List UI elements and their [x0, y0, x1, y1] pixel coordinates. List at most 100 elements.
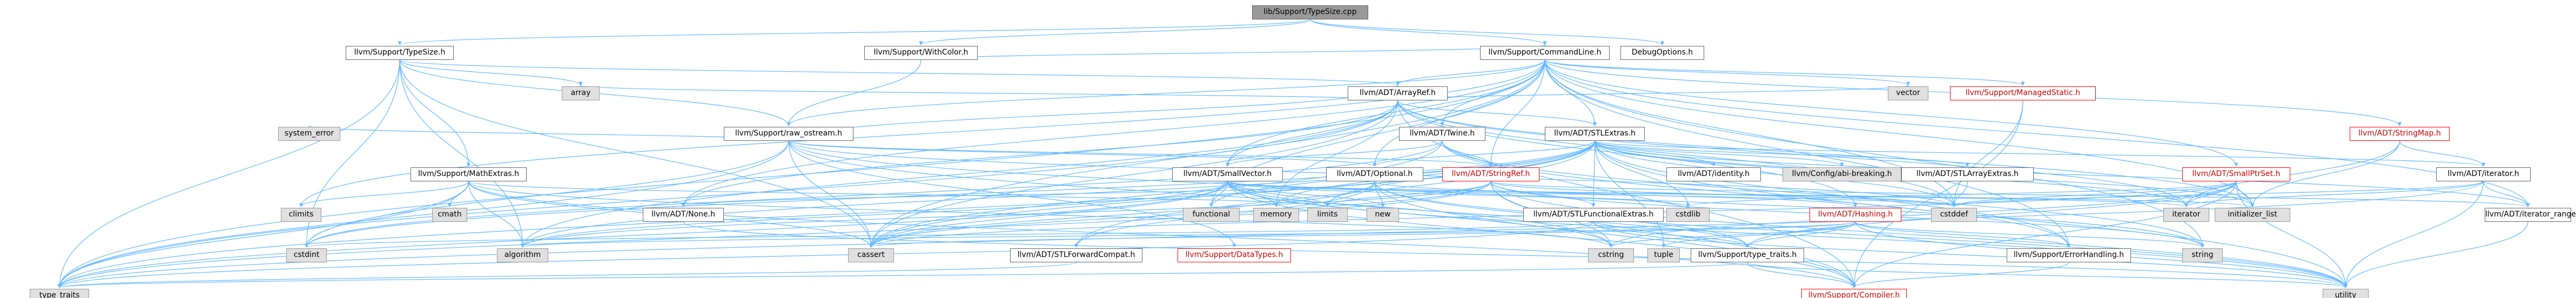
edge-hashing_h-to-errorhandling_h: [1855, 221, 2071, 248]
edge-commandline_h-to-raw_ostream_h: [786, 59, 1545, 126]
node-debugoptions-h[interactable]: DebugOptions.h: [1620, 46, 1704, 60]
edge-raw_ostream_h-to-cstring: [788, 140, 1613, 248]
node-optional-h[interactable]: llvm/ADT/Optional.h: [1326, 167, 1423, 181]
node-label: memory: [1260, 210, 1292, 219]
node-label: cstdlib: [1675, 210, 1701, 219]
edge-hashing_h-to-string: [1855, 221, 2204, 248]
node-arrayref-h[interactable]: llvm/ADT/ArrayRef.h: [1348, 86, 1448, 100]
edge-stringref_h-to-cstddef: [1490, 181, 1956, 207]
edge-raw_ostream_h-to-system_error: [307, 125, 789, 141]
edge-stlfunctional_h-to-utility: [1593, 221, 2348, 288]
node-stlextras-h[interactable]: llvm/ADT/STLExtras.h: [1545, 127, 1645, 141]
node-label: llvm/ADT/STLArrayExtras.h: [1916, 170, 2019, 178]
edge-hashing_h-to-algorithm: [521, 221, 1856, 248]
node-stlfunctional-h[interactable]: llvm/ADT/STLFunctionalExtras.h: [1523, 208, 1664, 222]
node-identity-h[interactable]: llvm/ADT/identity.h: [1666, 167, 1761, 181]
node-managedstatic-h[interactable]: llvm/Support/ManagedStatic.h: [1950, 86, 2096, 100]
node-label: functional: [1192, 210, 1230, 219]
node-label: cmath: [438, 210, 462, 219]
edge-typesize_h-to-array: [399, 59, 583, 86]
node-memory: memory: [1253, 208, 1299, 222]
node-label: llvm/ADT/STLExtras.h: [1554, 129, 1636, 138]
edge-stlextras_h-to-config_abi: [1594, 140, 1844, 167]
node-label: llvm/Support/type_traits.h: [1698, 250, 1797, 259]
edge-raw_ostream_h-to-string: [788, 140, 2204, 248]
node-iterator-range-h[interactable]: llvm/ADT/iterator_range.h: [2485, 208, 2576, 222]
edge-twine_h-to-smallvector_h: [1226, 140, 1443, 167]
edge-typesize_h-to-type_traits: [57, 59, 400, 288]
node-type-traits-h[interactable]: llvm/Support/type_traits.h: [1691, 248, 1804, 262]
edge-iterator_h-to-type_traits: [57, 181, 2484, 288]
edge-smallptrset_h-to-cstring: [1609, 181, 2237, 248]
edge-stringmap_h-to-iterator_h: [2399, 140, 2486, 167]
node-label: llvm/ADT/iterator.h: [2447, 170, 2519, 178]
node-mathextras-h[interactable]: llvm/Support/MathExtras.h: [411, 167, 527, 181]
node-iterator: iterator: [2163, 208, 2209, 222]
edge-managedstatic_h-to-cstddef: [1952, 100, 2023, 207]
edge-type_traits_h-to-compiler_h: [1747, 262, 1857, 288]
node-label: llvm/Support/DataTypes.h: [1185, 250, 1283, 259]
edge-typesize_cpp-to-typesize_h: [398, 19, 1311, 45]
node-iterator-h[interactable]: llvm/ADT/iterator.h: [2436, 167, 2531, 181]
edge-managedstatic_h-to-compiler_h: [1852, 100, 2023, 288]
edge-typesize_h-to-mathextras_h: [399, 59, 471, 167]
edge-stlfunctional_h-to-cstdint: [305, 221, 1594, 248]
edge-twine_h-to-string: [1442, 140, 2205, 248]
node-limits: limits: [1307, 208, 1348, 222]
node-datatypes-h[interactable]: llvm/Support/DataTypes.h: [1178, 248, 1291, 262]
edge-smallptrset_h-to-iterator: [2184, 181, 2237, 207]
node-cassert: cassert: [848, 248, 894, 262]
edge-raw_ostream_h-to-type_traits: [57, 140, 789, 288]
node-label: limits: [1317, 210, 1338, 219]
edge-withcolor_h-to-raw_ostream_h: [786, 59, 922, 126]
node-raw-ostream-h[interactable]: llvm/Support/raw_ostream.h: [724, 127, 853, 141]
node-none-h[interactable]: llvm/ADT/None.h: [643, 208, 724, 222]
edge-hashing_h-to-cassert: [869, 221, 1856, 248]
node-label: llvm/ADT/STLForwardCompat.h: [1017, 250, 1135, 259]
edge-iterator_h-to-utility: [2343, 181, 2484, 288]
node-compiler-h[interactable]: llvm/Support/Compiler.h: [1801, 289, 1907, 298]
edge-type_traits_h-to-type_traits: [58, 262, 1748, 288]
node-stlarrayextras-h[interactable]: llvm/ADT/STLArrayExtras.h: [1901, 167, 2034, 181]
node-label: llvm/Support/raw_ostream.h: [735, 129, 843, 138]
node-errorhandling-h[interactable]: llvm/Support/ErrorHandling.h: [2007, 248, 2131, 262]
node-label: algorithm: [504, 250, 541, 259]
edge-typesize_cpp-to-debugoptions_h: [1309, 19, 1664, 45]
edge-iterator_range_h-to-utility: [2343, 221, 2528, 288]
edge-arrayref_h-to-initializer_list: [1397, 100, 2255, 207]
edge-commandline_h-to-stringref_h: [1489, 59, 1545, 167]
node-cmath: cmath: [432, 208, 467, 222]
node-string: string: [2182, 248, 2223, 262]
edge-stlextras_h-to-cstddef: [1594, 140, 1956, 207]
edge-withcolor_h-to-commandline_h: [920, 44, 1547, 60]
node-stringref-h[interactable]: llvm/ADT/StringRef.h: [1442, 167, 1539, 181]
edge-hashing_h-to-tuple: [1662, 221, 1856, 248]
edge-stlextras_h-to-errorhandling_h: [1594, 140, 2071, 248]
node-smallptrset-h[interactable]: llvm/ADT/SmallPtrSet.h: [2182, 167, 2290, 181]
edge-type_traits_h-to-utility: [1747, 262, 2348, 288]
edge-stlfunctional_h-to-type_traits_h: [1593, 221, 1750, 248]
node-stlforward-h[interactable]: llvm/ADT/STLForwardCompat.h: [1010, 248, 1142, 262]
node-smallvector-h[interactable]: llvm/ADT/SmallVector.h: [1172, 167, 1283, 181]
node-label: DebugOptions.h: [1631, 48, 1693, 57]
node-withcolor-h[interactable]: llvm/Support/WithColor.h: [864, 46, 978, 60]
edge-mathextras_h-to-limits: [468, 181, 1329, 207]
node-label: llvm/Support/WithColor.h: [873, 48, 968, 57]
node-label: llvm/ADT/identity.h: [1678, 170, 1750, 178]
edge-hashing_h-to-cstring: [1609, 221, 1856, 248]
edge-stlextras_h-to-cstdint: [305, 140, 1596, 248]
edge-stringref_h-to-compiler_h: [1490, 181, 1857, 288]
node-label: initializer_list: [2228, 210, 2277, 219]
node-typesize-cpp[interactable]: lib/Support/TypeSize.cpp: [1252, 5, 1368, 19]
node-label: cassert: [857, 250, 885, 259]
node-initializer-list: initializer_list: [2215, 208, 2290, 222]
node-label: llvm/Support/ErrorHandling.h: [2013, 250, 2124, 259]
edge-smallptrset_h-to-compiler_h: [1852, 181, 2237, 288]
node-stringmap-h[interactable]: llvm/ADT/StringMap.h: [2350, 127, 2450, 141]
node-twine-h[interactable]: llvm/ADT/Twine.h: [1399, 127, 1485, 141]
node-commandline-h[interactable]: llvm/Support/CommandLine.h: [1480, 46, 1610, 60]
edge-smallvector_h-to-cassert: [869, 181, 1228, 248]
node-hashing-h[interactable]: llvm/ADT/Hashing.h: [1810, 208, 1901, 222]
edge-stlextras_h-to-cstdlib: [1594, 140, 1690, 207]
node-typesize-h[interactable]: llvm/Support/TypeSize.h: [346, 46, 454, 60]
